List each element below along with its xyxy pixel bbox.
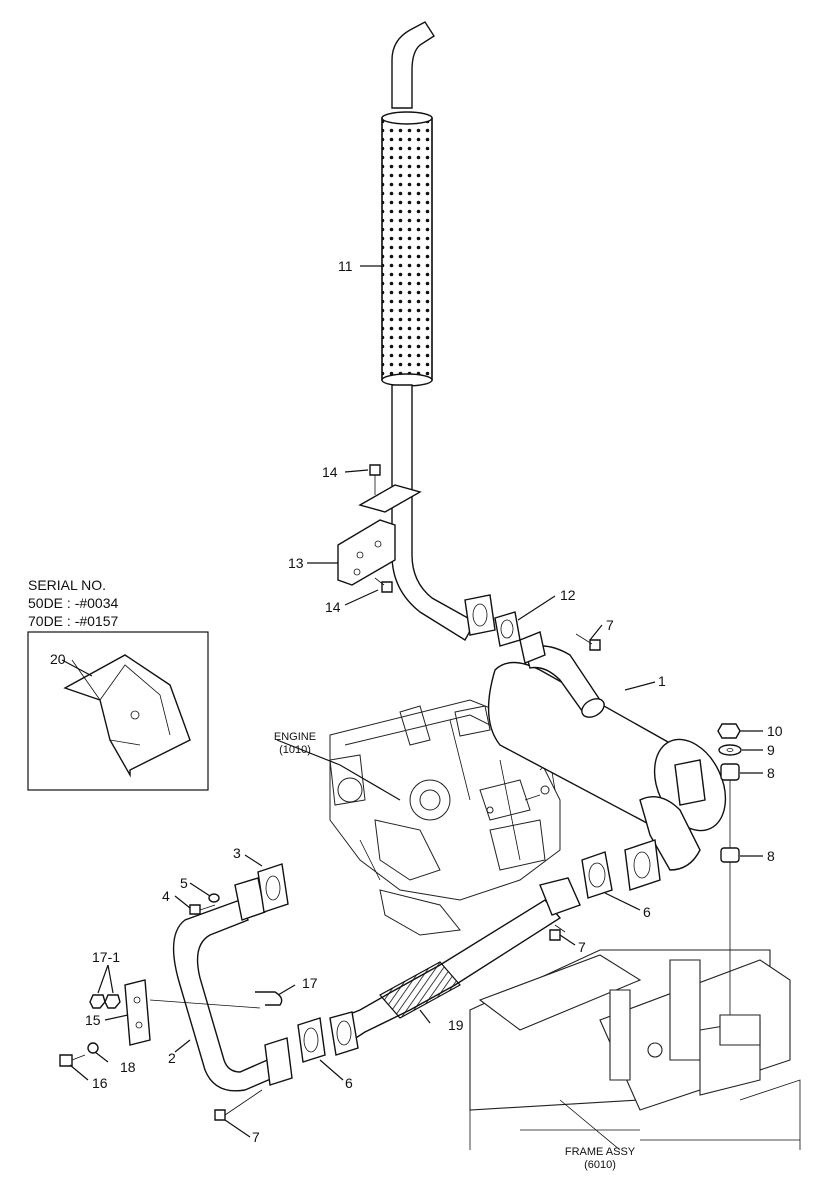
label-part-2: 2: [168, 1050, 176, 1066]
engine-outline: [329, 699, 561, 936]
label-part-7-upper: 7: [606, 617, 614, 633]
part-20-heat-shield: [63, 654, 191, 778]
label-part-6-right: 6: [643, 904, 651, 920]
engine-label: ENGINE: [274, 731, 316, 743]
part-4-bolt: [189, 904, 216, 915]
label-part-8-upper: 8: [767, 765, 775, 781]
label-part-19: 19: [448, 1017, 464, 1033]
part-7-bolt-lower: [214, 1089, 263, 1121]
label-part-7-middle: 7: [578, 939, 586, 955]
label-part-10: 10: [767, 723, 783, 739]
part-7-bolt-middle: [549, 924, 566, 941]
leader-lines: [61, 265, 763, 1138]
label-part-15: 15: [85, 1012, 101, 1028]
part-17-u-bolt: [149, 991, 283, 1009]
part-11-perforated-stack: [381, 21, 476, 641]
label-part-6-left: 6: [345, 1075, 353, 1091]
part-7-bolt-upper: [575, 633, 601, 651]
label-part-12: 12: [560, 587, 576, 603]
part-3-gasket: [257, 863, 289, 913]
label-part-18: 18: [120, 1059, 136, 1075]
frame-assembly: [469, 949, 801, 1151]
label-part-7-lower: 7: [252, 1129, 260, 1145]
part-14-bolt-lower: [374, 577, 393, 593]
part-6-gasket-left: [297, 1017, 326, 1063]
label-part-8-lower: 8: [767, 848, 775, 864]
label-part-14-lower: 14: [325, 599, 341, 615]
part-12-gasket: [494, 611, 521, 647]
label-part-11: 11: [338, 258, 353, 274]
serial-inset: [27, 631, 209, 791]
engine-code: (1010): [279, 744, 311, 756]
label-part-20: 20: [50, 651, 66, 667]
serial-line-1: 50DE : -#0034: [28, 595, 118, 611]
label-part-4: 4: [162, 888, 170, 904]
part-5-washer: [208, 893, 220, 903]
serial-line-2: 70DE : -#0157: [28, 613, 118, 629]
label-part-16: 16: [92, 1075, 108, 1091]
part-9-washer: [718, 744, 742, 756]
part-13-bracket: [337, 484, 422, 586]
part-10-nut: [717, 723, 741, 739]
label-part-14-upper: 14: [322, 464, 338, 480]
part-6-gasket-right: [581, 851, 613, 899]
label-part-17-1: 17-1: [92, 949, 120, 965]
part-14-bolt-upper: [369, 464, 381, 495]
part-1-muffler: [487, 631, 727, 891]
part-15-bracket: [124, 979, 151, 1046]
label-part-3: 3: [233, 845, 241, 861]
part-8-rubber-mount-upper: [720, 763, 740, 781]
part-17-1-nut-left: [89, 994, 106, 1009]
frame-code: (6010): [584, 1159, 616, 1171]
part-18-washer: [87, 1042, 99, 1054]
label-part-1: 1: [658, 673, 666, 689]
label-part-9: 9: [767, 742, 775, 758]
frame-label: FRAME ASSY: [565, 1146, 636, 1158]
part-17-1-nut-right: [104, 994, 121, 1009]
label-part-17: 17: [302, 975, 318, 991]
label-part-13: 13: [288, 555, 304, 571]
pipe-flange-upper: [464, 594, 496, 636]
part-8-rubber-mount-lower: [720, 847, 740, 863]
serial-title: SERIAL NO.: [28, 577, 106, 593]
part-2-front-pipe: [172, 877, 293, 1092]
label-part-5: 5: [180, 875, 188, 891]
part-16-bolt: [59, 1054, 86, 1067]
part-19-flex-pipe: [329, 877, 581, 1056]
